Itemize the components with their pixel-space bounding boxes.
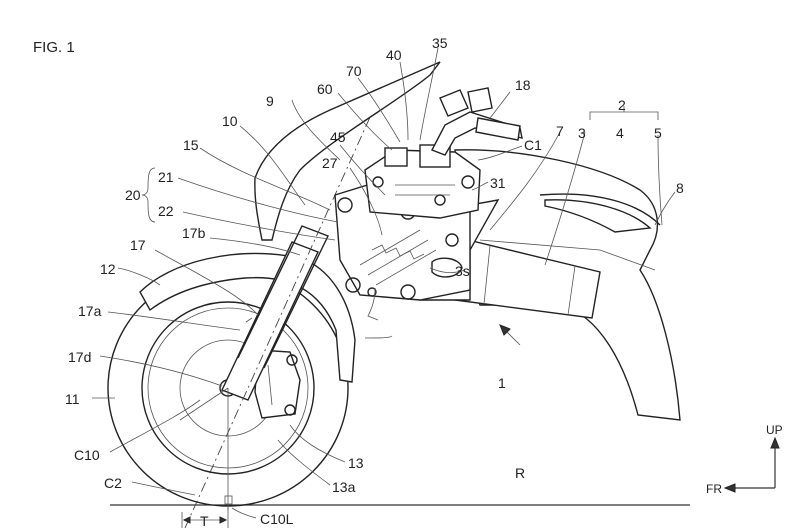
figure-title: FIG. 1 (33, 39, 75, 56)
label-11: 11 (65, 391, 80, 407)
label-8: 8 (676, 180, 684, 196)
label-fr: FR (706, 482, 722, 496)
label-13a: 13a (332, 479, 356, 495)
label-3: 3 (578, 125, 586, 141)
label-c10: C10 (74, 447, 100, 463)
label-1: 1 (498, 375, 506, 391)
label-3s: 3s (455, 263, 470, 279)
label-c2: C2 (104, 475, 122, 491)
label-35: 35 (432, 35, 448, 51)
bracket-20 (141, 167, 156, 223)
label-4: 4 (616, 125, 624, 141)
label-13: 13 (348, 455, 364, 471)
label-17b: 17b (182, 225, 206, 241)
front-fork (221, 225, 329, 401)
label-10: 10 (222, 113, 238, 129)
label-17d: 17d (68, 349, 91, 365)
label-up: UP (766, 423, 783, 437)
label-31: 31 (490, 175, 506, 191)
leader-lines (92, 47, 676, 519)
label-15: 15 (183, 137, 199, 153)
label-r: R (515, 465, 525, 481)
windscreen (254, 61, 441, 241)
label-17: 17 (130, 237, 146, 253)
brake-caliper (254, 349, 301, 419)
steering-axis-c2 (184, 94, 381, 528)
label-40: 40 (386, 47, 402, 63)
label-27: 27 (322, 155, 338, 171)
label-12: 12 (100, 261, 116, 277)
label-21: 21 (158, 169, 174, 185)
label-c10l: C10L (260, 511, 294, 527)
label-17a: 17a (78, 303, 102, 319)
label-7: 7 (556, 123, 564, 139)
label-18: 18 (515, 77, 531, 93)
label-t: T (200, 513, 209, 528)
label-60: 60 (317, 81, 333, 97)
label-20: 20 (125, 187, 141, 203)
label-70: 70 (346, 63, 362, 79)
handlebar (431, 87, 523, 156)
label-c1: C1 (524, 137, 542, 153)
trail-dimension (181, 495, 233, 528)
direction-indicator (723, 436, 780, 493)
label-2: 2 (618, 97, 626, 113)
label-22: 22 (158, 203, 174, 219)
label-5: 5 (654, 125, 662, 141)
label-45: 45 (330, 129, 346, 145)
head-unit (364, 144, 481, 219)
label-9: 9 (266, 93, 274, 109)
